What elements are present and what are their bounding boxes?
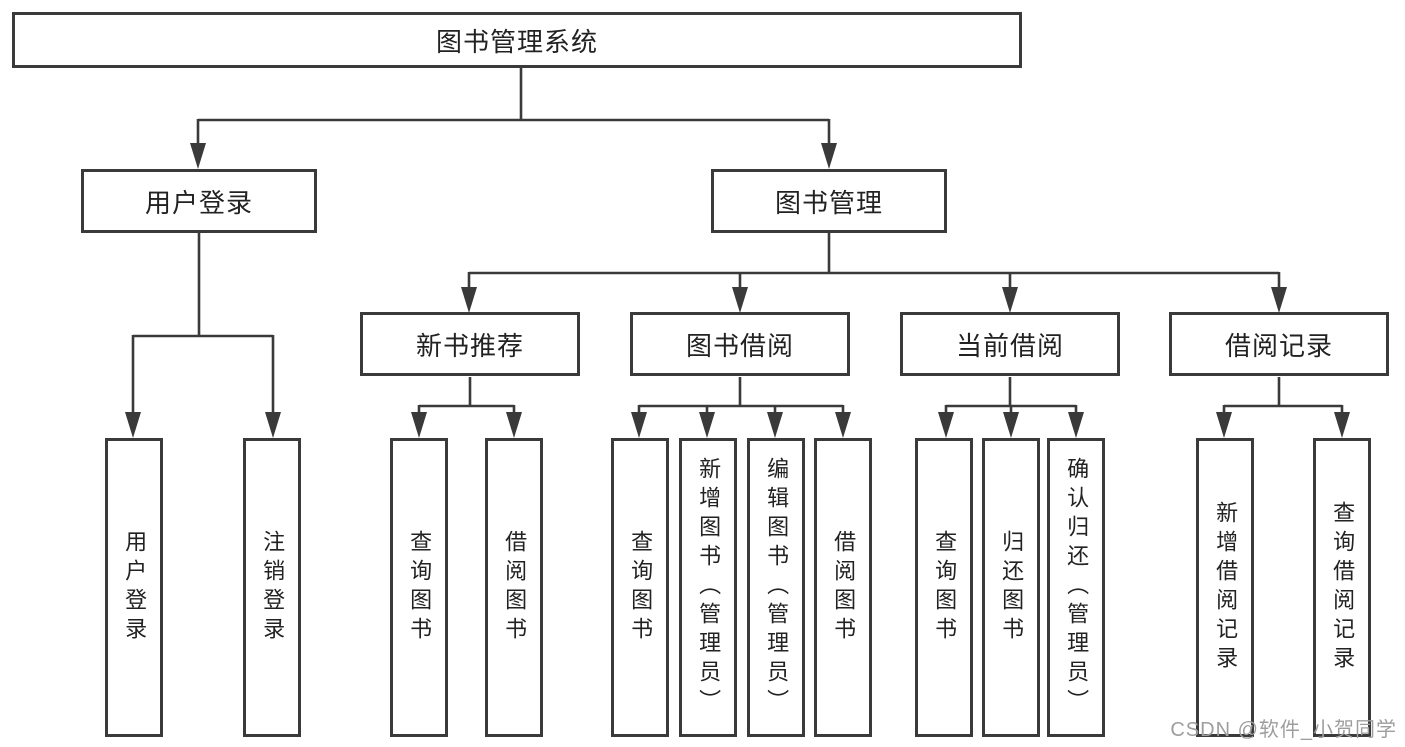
leaf-records-add-record-label: 新增借阅记录: [1213, 500, 1239, 675]
arrow-down-icon: [125, 412, 141, 438]
leaf-current-return-books-label: 归还图书: [999, 529, 1025, 646]
arrow-down-icon: [1216, 412, 1232, 438]
connector-lines: [131, 68, 1344, 414]
leaf-records-query-record-label: 查询借阅记录: [1330, 500, 1356, 675]
leaf-newbook-query-books-label: 查询图书: [407, 529, 433, 646]
node-current-borrow-label: 当前借阅: [955, 330, 1064, 361]
arrow-down-icon: [506, 412, 522, 438]
node-root-label: 图书管理系统: [435, 26, 598, 57]
leaf-current-query-books-label: 查询图书: [932, 529, 958, 646]
node-borrow-records: 借阅记录: [1169, 312, 1389, 376]
leaf-borrow-borrow-books: 借阅图书: [814, 438, 872, 737]
watermark: CSDN @软件_小贺同学: [1170, 719, 1397, 741]
arrow-down-icon: [631, 412, 647, 438]
leaf-current-confirm-return-admin: 确认归还（管理员）: [1047, 438, 1105, 737]
leaf-borrow-query-books-label: 查询图书: [628, 529, 654, 646]
leaf-borrow-add-books-admin: 新增图书（管理员）: [679, 438, 737, 737]
leaf-borrow-add-books-admin-label: 新增图书（管理员）: [696, 457, 722, 718]
node-book-borrow-label: 图书借阅: [685, 330, 794, 361]
leaf-current-query-books: 查询图书: [915, 438, 973, 737]
node-book-management: 图书管理: [711, 169, 947, 233]
node-user-login: 用户登录: [81, 169, 317, 233]
arrow-down-icon: [732, 287, 748, 313]
arrow-down-icon: [835, 412, 851, 438]
arrow-down-icon: [1002, 287, 1018, 313]
leaf-user-login: 用户登录: [105, 438, 163, 737]
arrow-down-icon: [411, 412, 427, 438]
leaf-newbook-query-books: 查询图书: [390, 438, 448, 737]
leaf-newbook-borrow-books-label: 借阅图书: [502, 529, 528, 646]
node-new-book-recommend: 新书推荐: [360, 312, 580, 376]
leaf-current-confirm-return-admin-label: 确认归还（管理员）: [1064, 457, 1090, 718]
leaf-borrow-edit-books-admin-label: 编辑图书（管理员）: [764, 457, 790, 718]
node-root: 图书管理系统: [12, 12, 1022, 68]
leaf-newbook-borrow-books: 借阅图书: [485, 438, 543, 737]
leaf-user-login-label: 用户登录: [122, 529, 148, 646]
arrow-down-icon: [461, 287, 477, 313]
node-book-borrow: 图书借阅: [630, 312, 850, 376]
leaf-borrow-borrow-books-label: 借阅图书: [831, 529, 857, 646]
arrow-down-icon: [190, 143, 206, 169]
arrow-down-icon: [1334, 412, 1350, 438]
leaf-records-add-record: 新增借阅记录: [1196, 438, 1254, 737]
arrow-down-icon: [1271, 287, 1287, 313]
leaf-borrow-edit-books-admin: 编辑图书（管理员）: [747, 438, 805, 737]
arrow-down-icon: [1068, 412, 1084, 438]
leaf-borrow-query-books: 查询图书: [611, 438, 669, 737]
leaf-logout-label: 注销登录: [260, 529, 286, 646]
node-borrow-records-label: 借阅记录: [1224, 330, 1333, 361]
leaf-logout: 注销登录: [243, 438, 301, 737]
leaf-current-return-books: 归还图书: [982, 438, 1040, 737]
arrow-down-icon: [699, 412, 715, 438]
node-user-login-label: 用户登录: [144, 187, 253, 218]
leaf-records-query-record: 查询借阅记录: [1313, 438, 1371, 737]
arrow-down-icon: [1003, 412, 1019, 438]
arrow-down-icon: [938, 412, 954, 438]
arrow-down-icon: [767, 412, 783, 438]
arrow-down-icon: [821, 143, 837, 169]
arrow-down-icons: [125, 143, 1350, 438]
node-new-book-recommend-label: 新书推荐: [415, 330, 524, 361]
node-current-borrow: 当前借阅: [900, 312, 1120, 376]
node-book-management-label: 图书管理: [774, 187, 883, 218]
arrow-down-icon: [265, 412, 281, 438]
